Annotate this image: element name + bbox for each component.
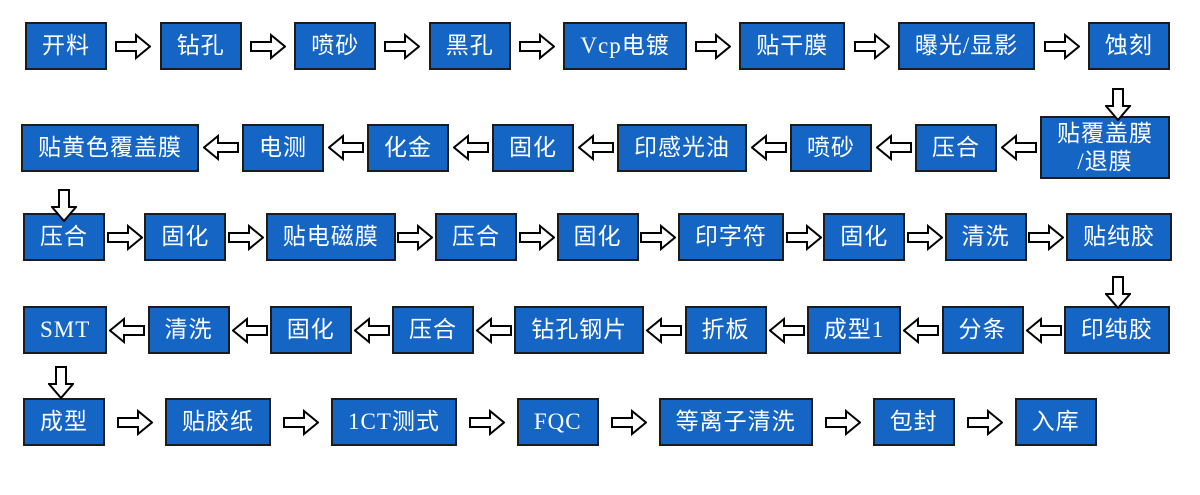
flow-step: 包封 [872, 398, 955, 446]
flow-step: 贴覆盖膜 /退膜 [1040, 116, 1170, 180]
flow-step: 喷砂 [294, 22, 377, 70]
down-arrow-icon [49, 189, 79, 223]
right-arrow-icon [283, 408, 319, 436]
right-arrow-icon [115, 32, 152, 60]
flow-step: 贴胶纸 [165, 398, 271, 446]
right-arrow-icon [518, 223, 555, 251]
down-arrow-icon [46, 366, 76, 400]
flow-step: Vcp电镀 [563, 22, 687, 70]
flow-step: 清洗 [147, 306, 230, 354]
flow-step: 固化 [556, 213, 639, 261]
down-arrow-icon [1103, 276, 1133, 310]
flow-step: 黑孔 [428, 22, 511, 70]
right-arrow-icon [468, 408, 505, 436]
left-arrow-icon [327, 134, 364, 162]
left-arrow-icon [202, 134, 239, 162]
flow-row-2: 贴黄色覆盖膜电测化金固化印感光油喷砂压合贴覆盖膜 /退膜 [0, 116, 1200, 180]
left-arrow-icon [1000, 134, 1037, 162]
right-arrow-icon [519, 32, 556, 60]
right-arrow-icon [117, 408, 153, 436]
right-arrow-icon [397, 223, 434, 251]
flow-step: 印纯胶 [1063, 306, 1170, 354]
flow-step: 钻孔钢片 [514, 306, 645, 354]
right-arrow-icon [249, 32, 286, 60]
flow-step: 压合 [915, 123, 997, 172]
left-arrow-icon [903, 316, 940, 344]
flow-step: 喷砂 [790, 123, 872, 172]
right-arrow-icon [610, 408, 647, 436]
flow-step: 压合 [435, 213, 518, 261]
flow-step: 贴干膜 [739, 22, 846, 70]
right-arrow-icon [853, 32, 890, 60]
left-arrow-icon [646, 316, 683, 344]
flow-step: 电测 [242, 123, 324, 172]
right-arrow-icon [906, 223, 943, 251]
flow-step: 贴电磁膜 [265, 213, 396, 261]
right-arrow-icon [695, 32, 731, 60]
flow-step: 入库 [1014, 398, 1097, 446]
flow-step: FQC [516, 398, 599, 446]
left-arrow-icon [768, 316, 805, 344]
flow-step: 折板 [684, 306, 767, 354]
flow-step: 钻孔 [159, 22, 242, 70]
flow-step: 开料 [25, 22, 107, 70]
left-arrow-icon [875, 134, 912, 162]
flow-step: 压合 [392, 306, 475, 354]
flow-step: 贴黄色覆盖膜 [21, 123, 199, 172]
right-arrow-icon [384, 32, 421, 60]
right-arrow-icon [228, 223, 265, 251]
flow-step: 贴纯胶 [1066, 213, 1172, 261]
left-arrow-icon [476, 316, 513, 344]
flow-row-5: 成型 贴胶纸 1CT测式 FQC 等离子清洗 包封 入库 [0, 398, 1200, 446]
left-arrow-icon [231, 316, 268, 344]
flow-row-3: 压合固化贴电磁膜压合固化印字符固化清洗贴纯胶 [0, 213, 1200, 261]
flow-step: 1CT测式 [331, 398, 457, 446]
left-arrow-icon [750, 134, 787, 162]
flow-step: 印字符 [677, 213, 784, 261]
flow-step: 固化 [144, 213, 227, 261]
flow-step: 固化 [492, 123, 574, 172]
flow-row-1: 开料 钻孔 喷砂 黑孔 Vcp电镀 贴干膜 曝光/显影 蚀刻 [0, 22, 1200, 70]
flow-step: 等离子清洗 [658, 398, 813, 446]
down-arrow-icon [1103, 88, 1133, 122]
flow-step: 化金 [367, 123, 449, 172]
right-arrow-icon [640, 223, 677, 251]
flow-step: 清洗 [944, 213, 1027, 261]
flow-step: SMT [23, 306, 108, 354]
right-arrow-icon [785, 223, 822, 251]
right-arrow-icon [106, 223, 143, 251]
flow-step: 成型 [23, 398, 105, 446]
right-arrow-icon [1043, 32, 1080, 60]
flow-step: 固化 [269, 306, 352, 354]
left-arrow-icon [452, 134, 489, 162]
right-arrow-icon [824, 408, 861, 436]
flow-step: 曝光/显影 [897, 22, 1036, 70]
left-arrow-icon [577, 134, 614, 162]
flow-step: 分条 [941, 306, 1024, 354]
right-arrow-icon [1028, 223, 1065, 251]
flow-row-4: SMT 清洗固化压合钻孔钢片折板成型1 分条印纯胶 [0, 306, 1200, 354]
flow-step: 成型1 [806, 306, 902, 354]
left-arrow-icon [1025, 316, 1062, 344]
right-arrow-icon [966, 408, 1003, 436]
left-arrow-icon [353, 316, 390, 344]
left-arrow-icon [109, 316, 146, 344]
flow-step: 印感光油 [617, 123, 747, 172]
flow-step: 固化 [823, 213, 906, 261]
flow-step: 蚀刻 [1087, 22, 1170, 70]
